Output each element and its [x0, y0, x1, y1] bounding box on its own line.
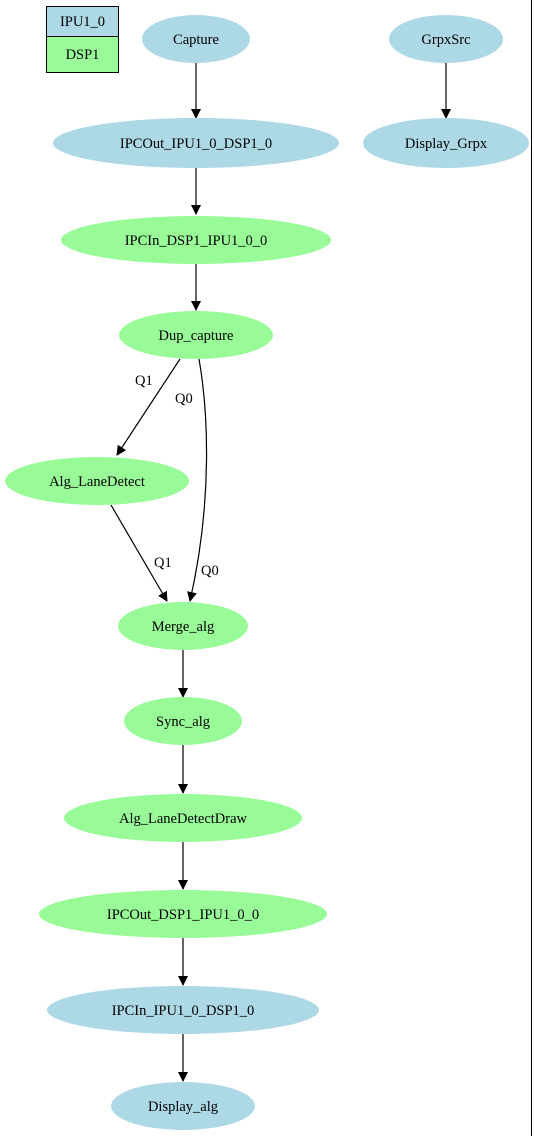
node-label: Display_Grpx: [405, 136, 488, 152]
node-label: IPCOut_DSP1_IPU1_0_0: [107, 907, 259, 923]
node-merge-alg[interactable]: Merge_alg: [118, 602, 248, 650]
node-label: Alg_LaneDetectDraw: [119, 811, 248, 827]
node-label: Capture: [173, 32, 219, 48]
edge-labels: Q1 Q0 Q1 Q0: [135, 373, 219, 579]
legend-label-ipu: IPU1_0: [60, 14, 105, 30]
legend: IPU1_0 DSP1: [46, 6, 119, 73]
node-ipcin-ipu1-0-dsp1-0[interactable]: IPCIn_IPU1_0_DSP1_0: [47, 986, 319, 1034]
node-label: Alg_LaneDetect: [49, 474, 145, 490]
node-label: IPCOut_IPU1_0_DSP1_0: [120, 136, 272, 152]
node-capture[interactable]: Capture: [142, 15, 250, 63]
edge-label-dup-lane: Q1: [135, 373, 153, 389]
legend-item-dsp: [46, 36, 119, 73]
node-label: Merge_alg: [152, 619, 215, 635]
node-label: IPCIn_IPU1_0_DSP1_0: [112, 1003, 255, 1019]
edge-label-dup-merge-end: Q0: [201, 563, 219, 579]
nodes: Capture IPCOut_IPU1_0_DSP1_0 IPCIn_DSP1_…: [5, 15, 529, 1130]
node-label: Dup_capture: [159, 328, 234, 344]
node-dup-capture[interactable]: Dup_capture: [119, 311, 273, 359]
node-display-alg[interactable]: Display_alg: [111, 1082, 255, 1130]
legend-label-dsp: DSP1: [66, 47, 100, 63]
node-alg-lanedetect[interactable]: Alg_LaneDetect: [5, 457, 189, 505]
node-label: GrpxSrc: [421, 32, 470, 48]
node-label: Sync_alg: [156, 714, 210, 730]
node-sync-alg[interactable]: Sync_alg: [124, 697, 242, 745]
node-grpxsrc[interactable]: GrpxSrc: [389, 15, 503, 63]
node-ipcin-dsp1-ipu1-0-0[interactable]: IPCIn_DSP1_IPU1_0_0: [61, 216, 331, 264]
node-label: IPCIn_DSP1_IPU1_0_0: [125, 233, 268, 249]
edges: [110, 63, 451, 1082]
edge-dup-to-merge: [187, 358, 208, 602]
node-display-grpx[interactable]: Display_Grpx: [363, 118, 529, 168]
edge-lane-to-merge: [110, 504, 168, 602]
node-ipcout-ipu1-0-dsp1-0[interactable]: IPCOut_IPU1_0_DSP1_0: [53, 118, 339, 168]
node-ipcout-dsp1-ipu1-0-0[interactable]: IPCOut_DSP1_IPU1_0_0: [39, 890, 327, 938]
edge-label-dup-merge: Q0: [175, 391, 193, 407]
node-label: Display_alg: [148, 1099, 218, 1115]
node-alg-lanedetectdraw[interactable]: Alg_LaneDetectDraw: [64, 794, 302, 842]
edge-dup-to-lane: [116, 358, 181, 456]
edge-label-lane-merge: Q1: [154, 555, 172, 571]
